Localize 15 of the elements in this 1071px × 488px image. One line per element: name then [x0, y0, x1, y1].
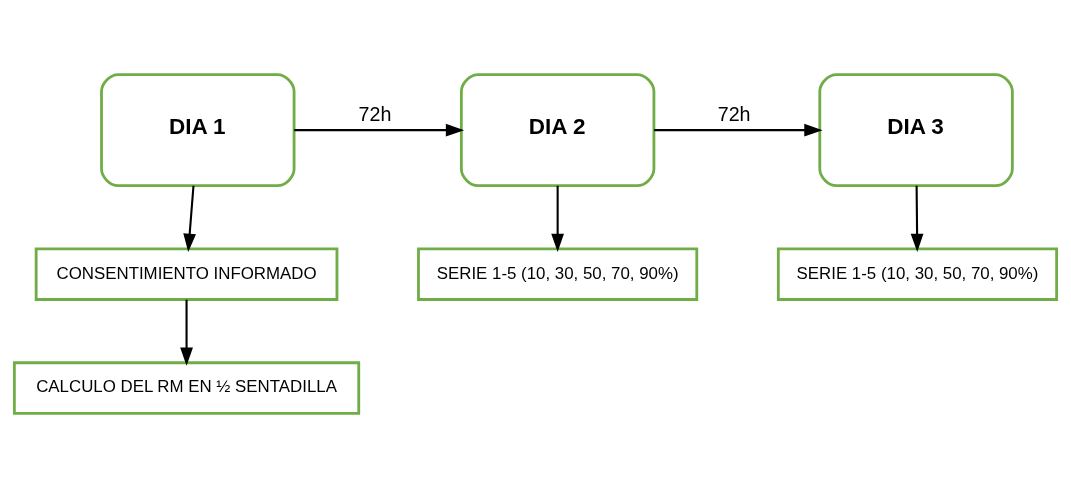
arrow [654, 123, 823, 137]
node-box: DIA 1 [100, 73, 296, 188]
arrow [294, 123, 465, 137]
arrow [180, 299, 193, 366]
node-box: SERIE 1-5 (10, 30, 50, 70, 90%) [776, 247, 1059, 301]
node-box: DIA 3 [818, 73, 1014, 188]
node-box: SERIE 1-5 (10, 30, 50, 70, 90%) [417, 247, 699, 301]
arrow [551, 185, 565, 252]
node-box: CALCULO DEL RM EN ½ SENTADILLA [12, 361, 361, 415]
arrow [910, 185, 924, 252]
node-box: DIA 2 [459, 73, 656, 188]
edge-label: 72h [358, 102, 392, 125]
node-box: CONSENTIMIENTO INFORMADO [34, 247, 339, 301]
edge-label: 72h [717, 102, 751, 125]
arrow [183, 185, 197, 252]
